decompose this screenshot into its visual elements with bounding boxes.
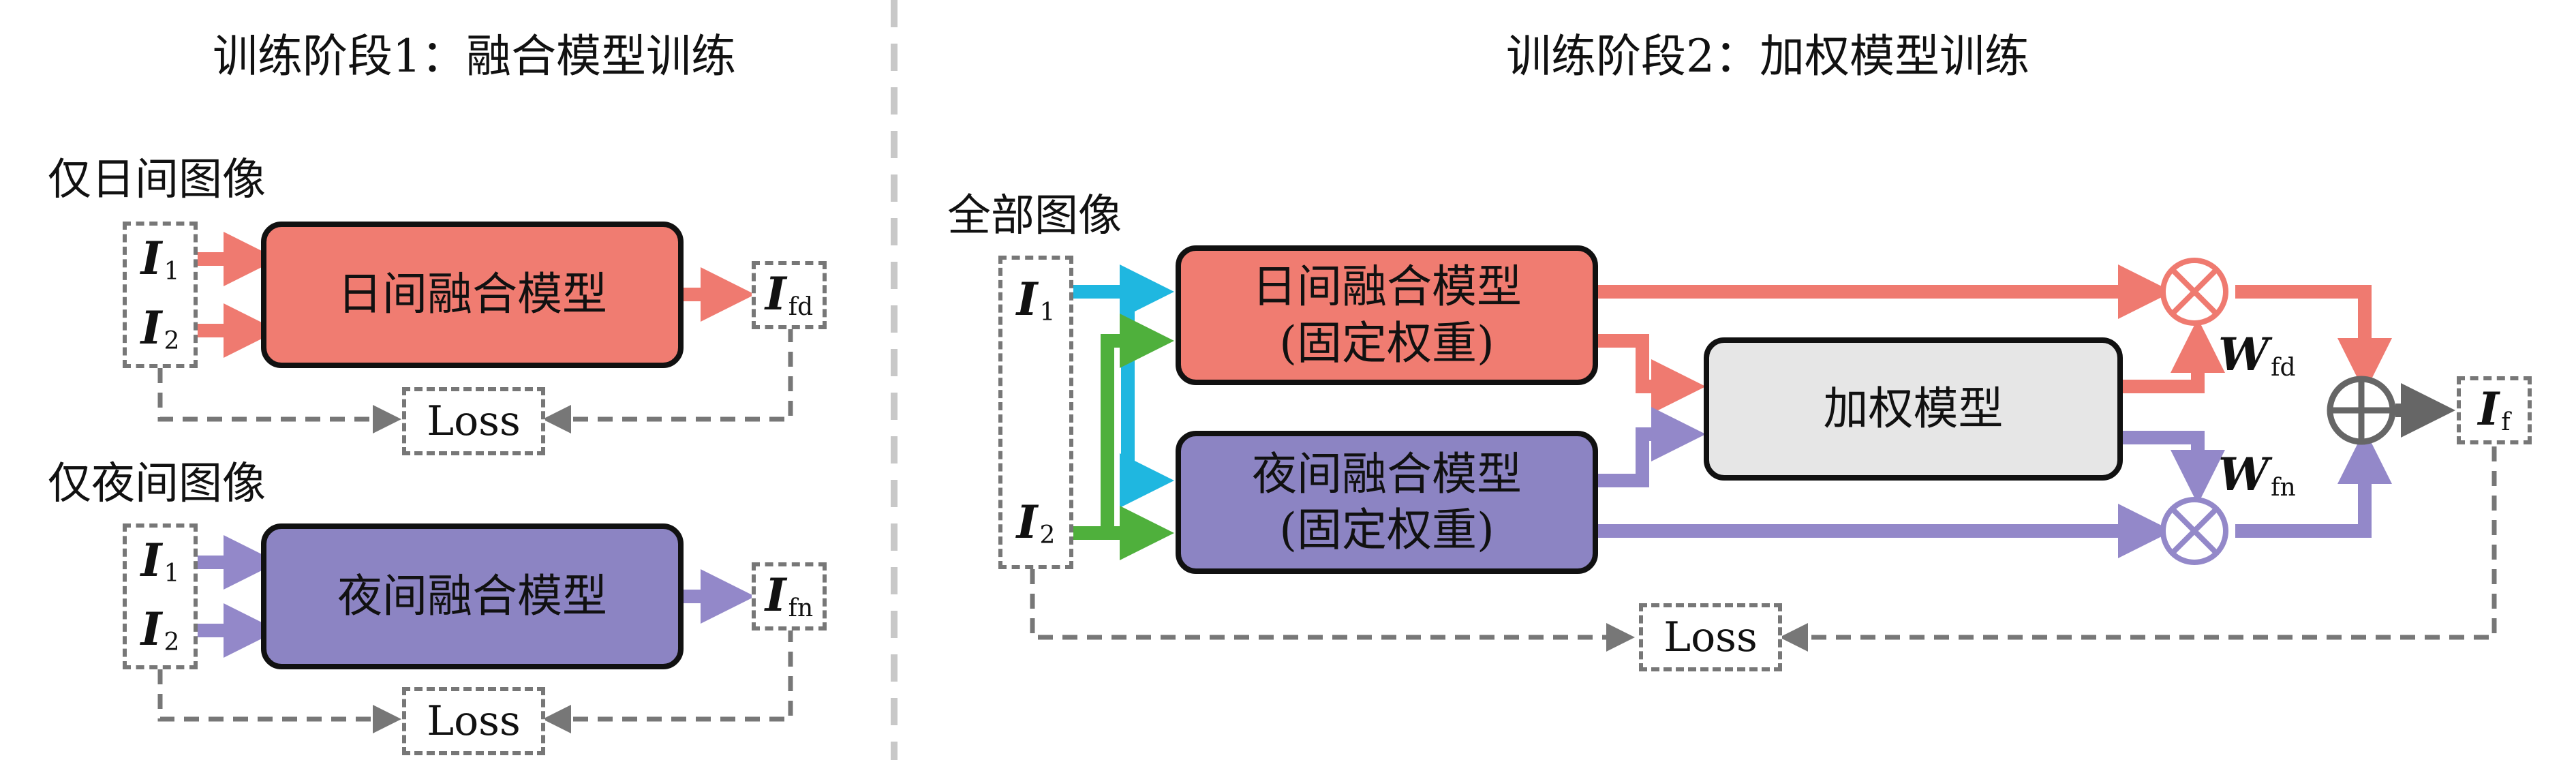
stage2-night-model-label: 夜间融合模型 [1252, 447, 1522, 500]
stage1-title: 训练阶段1：融合模型训练 [213, 30, 736, 82]
loss-path-day-right [542, 327, 793, 434]
stage2-input-i2: I2 [1016, 496, 1056, 549]
night-output-box: Ifn [752, 562, 827, 630]
stage2-day-model-note: (固定权重) [1279, 316, 1494, 369]
night-fusion-model-box: 夜间融合模型 [261, 523, 684, 669]
night-input-i2: I2 [140, 603, 180, 656]
loss-path-night-right [542, 627, 793, 733]
stage2-day-model-label: 日间融合模型 [1252, 260, 1522, 313]
day-output-ifd: Ifd [765, 267, 814, 321]
day-fusion-model-box: 日间融合模型 [261, 222, 684, 368]
stage2-output-box: If [2457, 376, 2532, 444]
weighting-model-box: 加权模型 [1704, 337, 2123, 481]
stage2-input-box: I1 I2 [998, 256, 1073, 569]
day-input-i1: I1 [140, 232, 180, 286]
night-loss-label: Loss [427, 697, 521, 745]
weight-wfn: Wfn [2218, 448, 2296, 502]
arrow-weight-to-multiply-bottom [2123, 431, 2225, 505]
multiply-top-icon [2160, 258, 2228, 326]
weight-wfd: Wfd [2218, 328, 2296, 382]
arrow-night-to-weight [1598, 407, 1706, 487]
stage2-loss-box: Loss [1639, 603, 1782, 671]
loss-path-night-left [157, 669, 401, 733]
arrow-multiply-bottom-to-sum [2235, 429, 2392, 538]
day-input-box: I1 I2 [123, 222, 198, 368]
multiply-bottom-icon [2160, 497, 2228, 565]
arrow-i2-to-day-model [1073, 314, 1175, 540]
stage2-day-model-box: 日间融合模型 (固定权重) [1176, 245, 1598, 385]
stage2-loss-label: Loss [1663, 613, 1758, 661]
stage2-night-model-note: (固定权重) [1279, 504, 1494, 556]
loss-path-day-left [157, 368, 401, 434]
arrow-i1-to-night-model [1120, 292, 1175, 508]
night-input-i1: I1 [140, 534, 180, 588]
arrow-multiply-top-to-sum [2235, 285, 2392, 393]
day-loss-box: Loss [402, 387, 545, 455]
stage2-night-model-box: 夜间融合模型 (固定权重) [1176, 431, 1598, 574]
arrow-day-to-weight [1598, 334, 1706, 414]
sum-icon [2327, 376, 2396, 445]
stage2-input-i1: I1 [1016, 273, 1056, 326]
loss-path-stage2-right [1779, 446, 2497, 652]
day-fusion-model-label: 日间融合模型 [337, 268, 607, 321]
arrow-weight-to-multiply-top [2123, 318, 2225, 393]
day-group-label: 仅日间图像 [48, 155, 266, 205]
night-fusion-model-label: 夜间融合模型 [337, 569, 607, 622]
weighting-model-label: 加权模型 [1823, 382, 2004, 435]
day-loss-label: Loss [427, 397, 521, 445]
night-input-box: I1 I2 [123, 523, 198, 669]
all-images-label: 全部图像 [947, 191, 1122, 241]
stage2-output-if: If [2478, 382, 2511, 436]
day-input-i2: I2 [140, 301, 180, 355]
loss-path-stage2-left [1030, 569, 1635, 652]
night-loss-box: Loss [402, 687, 545, 755]
stage2-title: 训练阶段2：加权模型训练 [1506, 30, 2029, 82]
night-output-ifn: Ifn [765, 568, 814, 622]
day-output-box: Ifd [752, 261, 827, 329]
night-group-label: 仅夜间图像 [48, 459, 266, 509]
